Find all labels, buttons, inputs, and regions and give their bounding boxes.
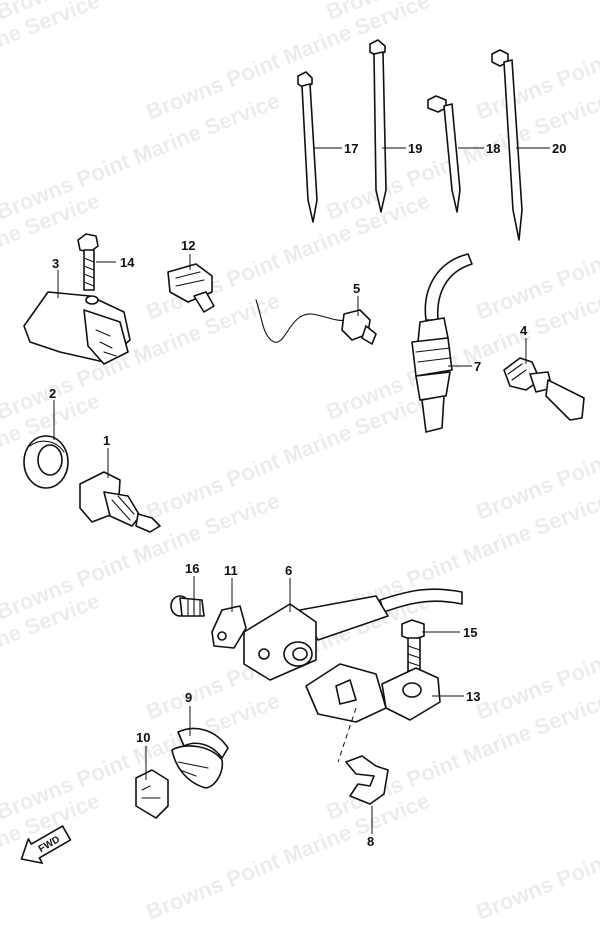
map-sensor-3[interactable] bbox=[23, 291, 131, 365]
cable-tie-18[interactable] bbox=[427, 95, 461, 213]
callout-9: 9 bbox=[185, 690, 192, 705]
callout-15: 15 bbox=[463, 625, 477, 640]
grommet-2[interactable] bbox=[23, 435, 69, 489]
callout-1: 1 bbox=[103, 433, 110, 448]
watermark-text: Browns Point Marine Service bbox=[143, 188, 433, 325]
callout-19: 19 bbox=[408, 141, 422, 156]
callout-20: 20 bbox=[552, 141, 566, 156]
clip-8[interactable] bbox=[345, 755, 389, 805]
callout-13: 13 bbox=[466, 689, 480, 704]
watermark-text: Browns Point Marine Service bbox=[143, 388, 433, 525]
bolt-14[interactable] bbox=[77, 233, 99, 291]
cable-tie-19[interactable] bbox=[369, 39, 387, 213]
oxygen-sensor-7[interactable] bbox=[411, 253, 473, 433]
clamp-9[interactable] bbox=[171, 727, 229, 789]
watermark-text: Browns Point Marine Service bbox=[473, 788, 600, 925]
callout-2: 2 bbox=[49, 386, 56, 401]
callout-11: 11 bbox=[224, 563, 238, 578]
callout-7: 7 bbox=[474, 359, 481, 374]
callout-6: 6 bbox=[285, 563, 292, 578]
watermark-text: Browns Point Marine Service bbox=[0, 88, 283, 225]
callout-8: 8 bbox=[367, 834, 374, 849]
callout-16: 16 bbox=[185, 561, 199, 576]
callout-4: 4 bbox=[520, 323, 528, 338]
callout-5: 5 bbox=[353, 281, 360, 296]
leader-lines bbox=[53, 147, 550, 834]
assembly-line-13-8 bbox=[337, 707, 357, 763]
pressure-switch-12[interactable] bbox=[167, 263, 215, 313]
bracket-11[interactable] bbox=[211, 605, 247, 649]
watermark-text: Browns Point Marine Service bbox=[323, 88, 600, 225]
callout-14: 14 bbox=[120, 255, 135, 270]
callout-17: 17 bbox=[344, 141, 358, 156]
bracket-13[interactable] bbox=[305, 663, 441, 723]
plate-10[interactable] bbox=[135, 769, 169, 819]
cable-tie-17[interactable] bbox=[297, 71, 318, 223]
temp-sensor-4[interactable] bbox=[503, 357, 585, 421]
bolt-16[interactable] bbox=[170, 595, 205, 617]
sensor-5[interactable] bbox=[255, 299, 377, 345]
watermark-text: Browns Point Marine Service bbox=[0, 0, 103, 125]
watermark-text: Browns Point Marine Service bbox=[0, 488, 283, 625]
watermark-text: Browns Point Marine Service bbox=[143, 788, 433, 925]
cable-tie-20[interactable] bbox=[491, 49, 523, 241]
callout-18: 18 bbox=[486, 141, 500, 156]
bolt-15[interactable] bbox=[401, 619, 425, 677]
callout-12: 12 bbox=[181, 238, 195, 253]
callout-10: 10 bbox=[136, 730, 150, 745]
callout-labels: 17 19 18 20 3 14 12 5 4 7 2 1 16 11 6 15… bbox=[49, 141, 566, 849]
watermark-text: Browns Point Marine Service bbox=[143, 0, 433, 125]
callout-3: 3 bbox=[52, 256, 59, 271]
sensor-1[interactable] bbox=[79, 471, 161, 533]
